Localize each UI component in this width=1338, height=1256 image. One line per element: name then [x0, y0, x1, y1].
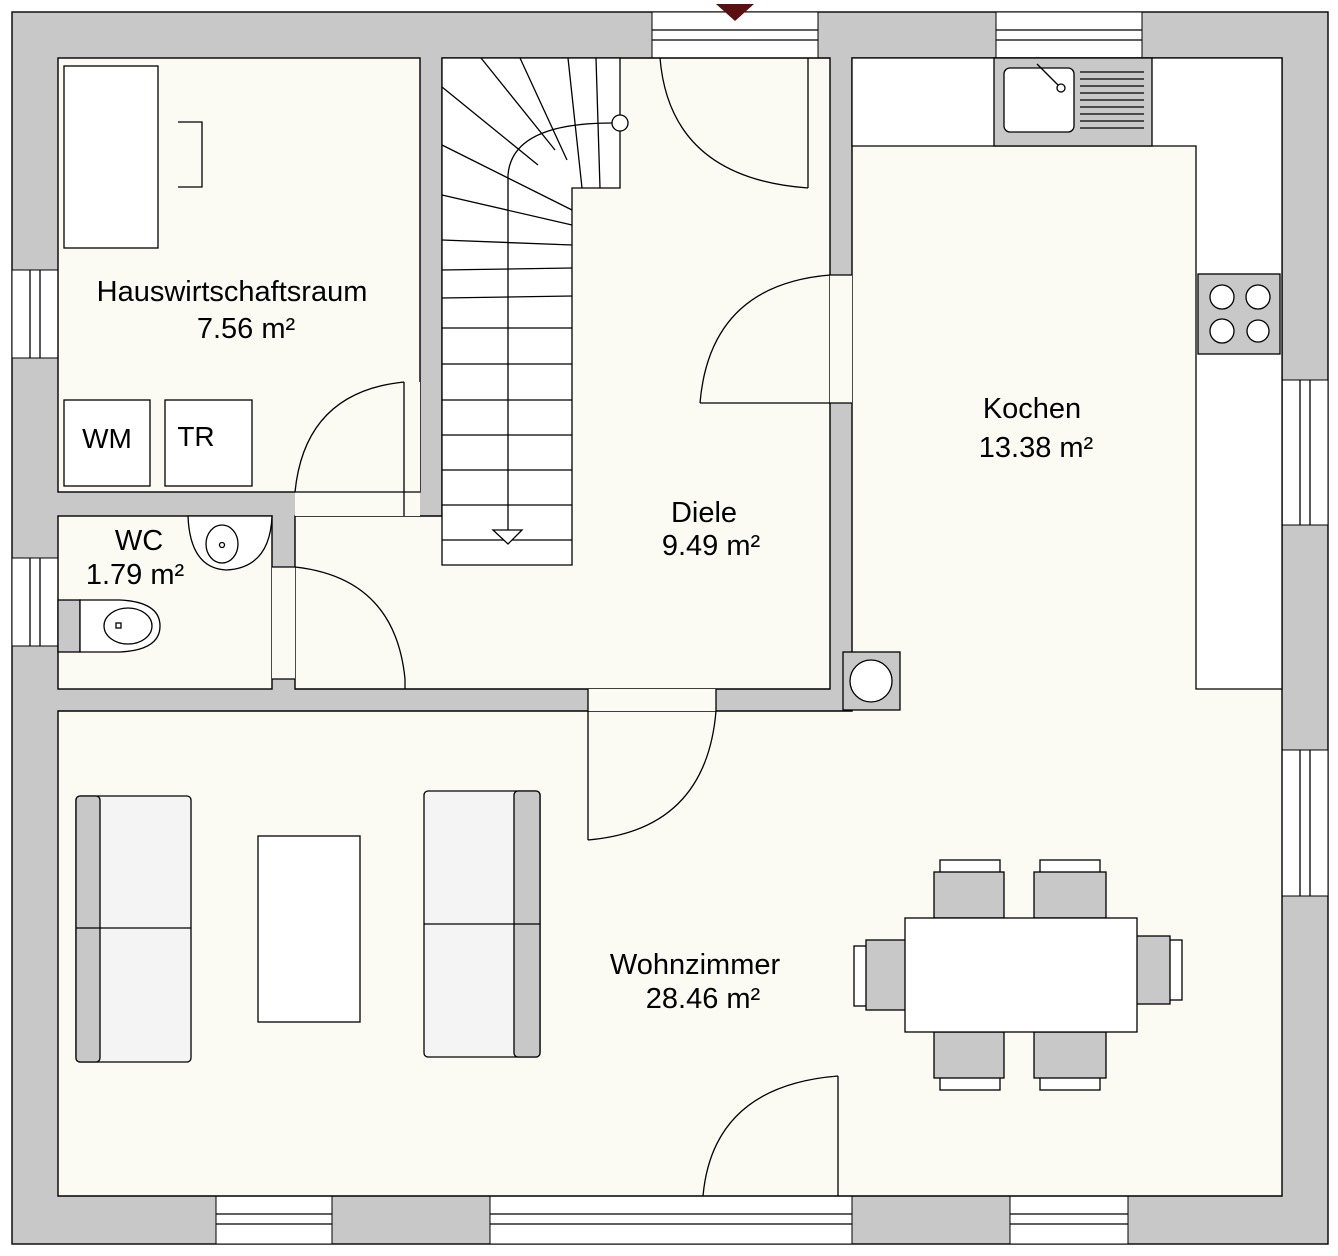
room-labels: Hauswirtschaftsraum 7.56 m² WC 1.79 m² D…: [86, 276, 1094, 1015]
window-right-kitchen: [1281, 379, 1329, 526]
room-name-diele: Diele: [671, 497, 737, 529]
washing-machine: [63, 399, 151, 487]
kitchen-counter: [851, 57, 1283, 690]
dining-table: [904, 917, 1138, 1033]
sofa-right: [423, 790, 541, 1058]
room-area-diele: 9.49 m²: [662, 530, 761, 562]
room-area-wohnzimmer: 28.46 m²: [646, 983, 761, 1015]
utility-furniture: WM TR: [63, 65, 253, 487]
window-left-utility: [11, 269, 59, 359]
staircase: [441, 57, 629, 566]
dryer: [164, 399, 253, 487]
window-bottom-terrace-door: [489, 1195, 853, 1245]
sofa-left: [75, 795, 192, 1063]
washing-machine-label: WM: [82, 423, 132, 454]
chair-bottom-right: [1033, 1031, 1107, 1091]
door-wc: [272, 566, 406, 689]
room-name-kochen: Kochen: [983, 393, 1081, 425]
door-kitchen: [699, 274, 852, 404]
cooktop-icon: [1197, 273, 1281, 355]
windows: [11, 11, 1329, 1245]
entrance-marker-icon: [716, 4, 754, 21]
room-name-hauswirtschaftsraum: Hauswirtschaftsraum: [97, 276, 368, 308]
dryer-label: TR: [177, 421, 214, 452]
doors: [272, 57, 852, 1197]
chair-top-right: [1033, 859, 1107, 919]
door-utility: [294, 381, 420, 516]
window-top-kitchen: [995, 11, 1143, 59]
chair-bottom-left: [933, 1031, 1005, 1091]
chair-left: [853, 939, 909, 1011]
coffee-table: [257, 835, 361, 1023]
utility-shelf: [63, 65, 159, 249]
room-name-wc: WC: [115, 525, 163, 557]
window-left-wc: [11, 557, 59, 647]
chair-right: [1133, 935, 1183, 1005]
door-terrace: [702, 1075, 839, 1197]
door-living: [587, 689, 717, 841]
wc-fixtures: [57, 515, 273, 653]
window-right-dining: [1281, 749, 1329, 897]
door-entrance: [659, 57, 809, 189]
toilet-icon: [57, 599, 81, 653]
chair-top-left: [933, 859, 1005, 919]
dining-set: [853, 859, 1183, 1091]
room-area-wc: 1.79 m²: [86, 559, 185, 591]
window-bottom-1: [215, 1195, 333, 1245]
room-area-kochen: 13.38 m²: [979, 432, 1094, 464]
stair-arrow-icon: [491, 529, 524, 545]
window-bottom-2: [1009, 1195, 1129, 1245]
room-area-hauswirtschaftsraum: 7.56 m²: [197, 313, 296, 345]
room-name-wohnzimmer: Wohnzimmer: [610, 949, 781, 981]
